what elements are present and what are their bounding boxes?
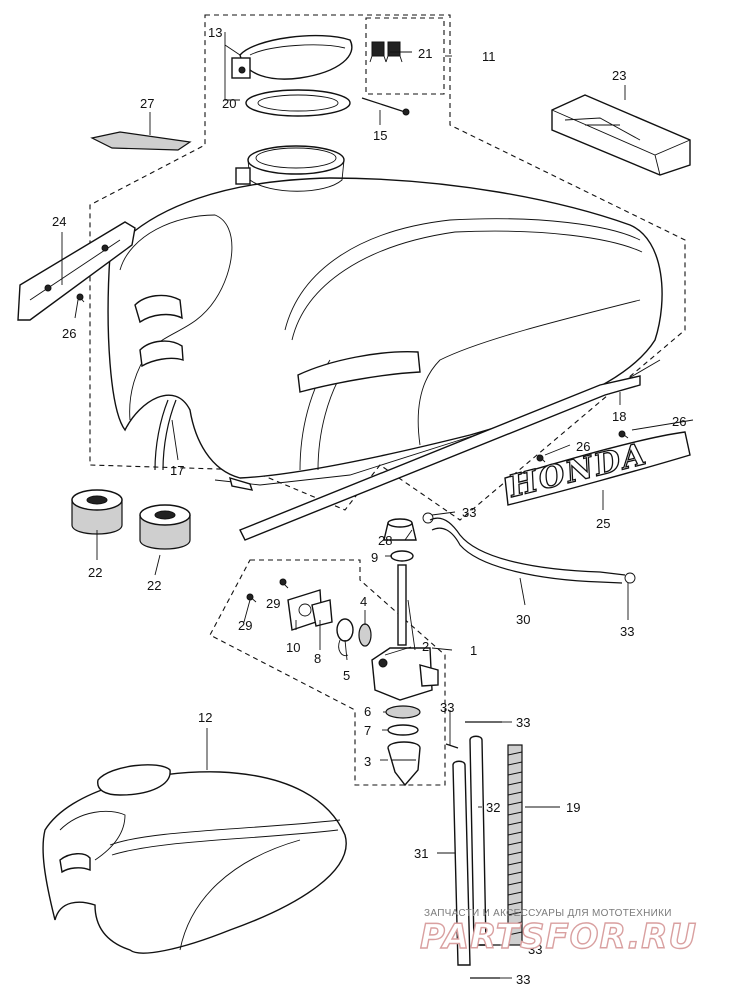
o-ring (390, 550, 414, 562)
fuel-valve-boundary (209, 559, 446, 786)
callout-3: 3 (364, 754, 371, 769)
callout-8: 8 (314, 651, 321, 666)
callout-28: 28 (378, 533, 392, 548)
callout-20: 20 (222, 96, 236, 111)
callout-4: 4 (360, 594, 367, 609)
callout-labels: 13 21 11 20 15 27 23 24 26 17 18 26 26 2… (52, 25, 686, 987)
callout-6: 6 (364, 704, 371, 719)
tank-cushion (139, 504, 191, 550)
watermark: ЗАПЧАСТИ И АКСЕССУАРЫ ДЛЯ МОТОТЕХНИКИ PA… (419, 908, 697, 958)
overflow-tube (452, 760, 471, 966)
callout-11: 11 (482, 49, 496, 64)
lever-plate (311, 599, 333, 627)
callout-33: 33 (462, 505, 476, 520)
callout-25: 25 (596, 516, 610, 531)
key-set-boundary (365, 17, 445, 95)
callout-24: 24 (52, 214, 66, 229)
hose-clip (624, 572, 636, 584)
callout-33: 33 (440, 700, 454, 715)
callout-1: 1 (470, 643, 477, 658)
callout-33: 33 (516, 972, 530, 987)
valve-spring (358, 623, 372, 647)
honda-emblem: HONDA (504, 431, 691, 506)
callout-33: 33 (620, 624, 634, 639)
screw (279, 578, 289, 589)
callout-33: 33 (528, 942, 542, 957)
fuel-tank-alt (42, 764, 347, 954)
breather-tube (154, 399, 177, 471)
callout-18: 18 (612, 409, 626, 424)
leader-lines (61, 32, 694, 979)
callout-30: 30 (516, 612, 530, 627)
hose-spring (507, 744, 523, 946)
key-cylinders (369, 41, 403, 63)
callout-22: 22 (147, 578, 161, 593)
strainer-screen (385, 705, 421, 719)
fuel-tank (107, 177, 663, 491)
callout-27: 27 (140, 96, 154, 111)
watermark-brand: PARTSFOR.RU (420, 917, 697, 957)
pin (361, 97, 406, 113)
callout-23: 23 (612, 68, 626, 83)
valve-lever (336, 618, 354, 657)
sediment-gasket (387, 724, 419, 736)
callout-10: 10 (286, 640, 300, 655)
tool-tray (551, 94, 691, 176)
tank-bracket (17, 221, 136, 321)
callout-7: 7 (364, 723, 371, 738)
callout-5: 5 (343, 668, 350, 683)
screw (536, 454, 546, 463)
callout-33: 33 (516, 715, 530, 730)
callout-26: 26 (62, 326, 76, 341)
rubber-strip (239, 375, 641, 541)
callout-26: 26 (672, 414, 686, 429)
callout-15: 15 (373, 128, 387, 143)
fuel-valve (371, 564, 439, 701)
callout-21: 21 (418, 46, 432, 61)
screw (246, 593, 257, 603)
watermark-subtitle: ЗАПЧАСТИ И АКСЕССУАРЫ ДЛЯ МОТОТЕХНИКИ (424, 908, 672, 919)
callout-12: 12 (198, 710, 212, 725)
callout-29: 29 (238, 618, 252, 633)
callout-31: 31 (414, 846, 428, 861)
callout-9: 9 (371, 550, 378, 565)
callout-19: 19 (566, 800, 580, 815)
hose-clip (445, 743, 459, 749)
fuel-cap (231, 34, 353, 80)
caution-label (90, 131, 192, 151)
callout-26: 26 (576, 439, 590, 454)
screw (76, 293, 85, 303)
cap-gasket (245, 89, 351, 117)
callout-2: 2 (422, 639, 429, 654)
filler-neck (235, 145, 345, 192)
screw (618, 430, 629, 439)
callout-17: 17 (170, 463, 184, 478)
callout-13: 13 (208, 25, 222, 40)
tank-cushion (71, 489, 123, 535)
callout-29: 29 (266, 596, 280, 611)
callout-22: 22 (88, 565, 102, 580)
callout-32: 32 (486, 800, 500, 815)
hose-clip (422, 512, 434, 524)
drain-tube (469, 735, 487, 946)
fuel-line (429, 517, 626, 584)
sediment-cup (387, 741, 421, 787)
